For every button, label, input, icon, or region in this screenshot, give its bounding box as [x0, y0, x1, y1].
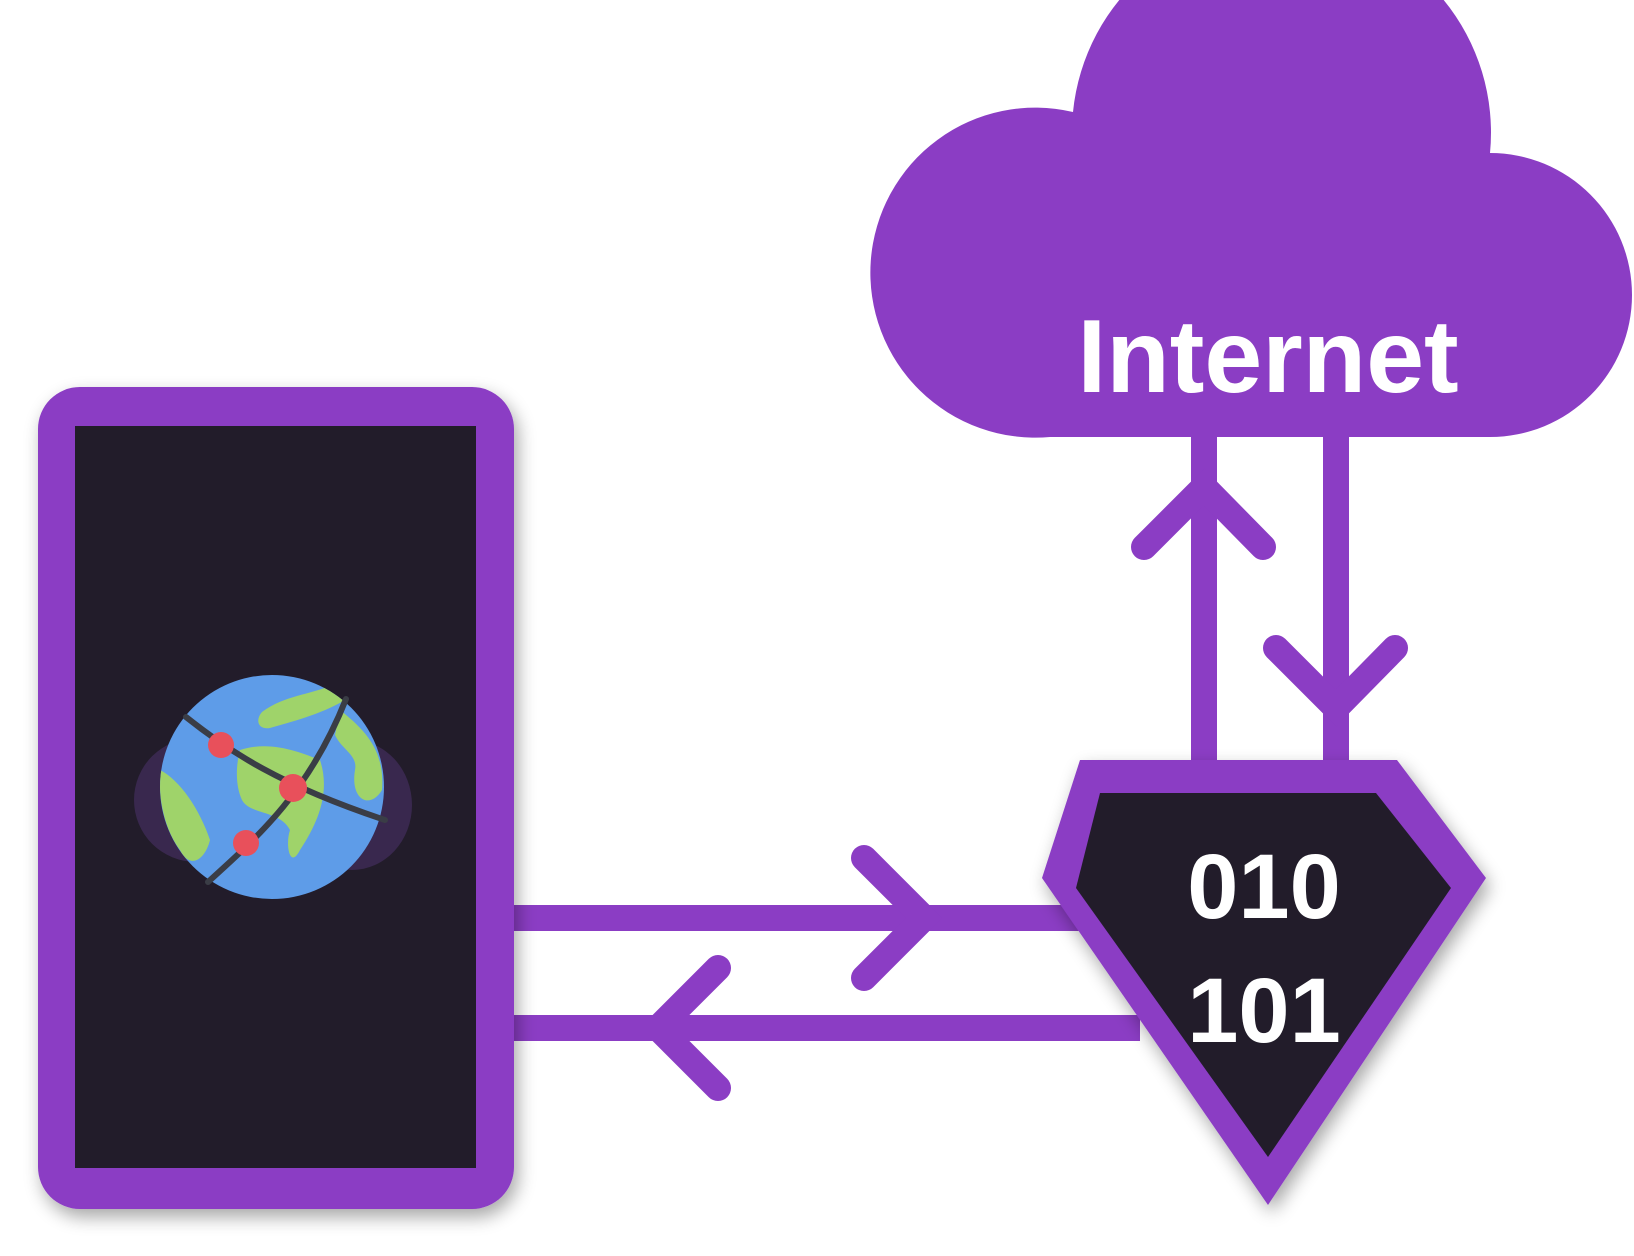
globe-node-3 [233, 830, 259, 856]
shield-inner [1076, 793, 1451, 1157]
encryption-shield: 010 101 [1042, 760, 1486, 1205]
cloud-shape [870, 0, 1632, 438]
outbound-arrow-head [851, 845, 943, 991]
downlink-arrow-head [1263, 635, 1408, 727]
globe-network-icon [134, 675, 412, 899]
shield-binary-line-2: 101 [1187, 960, 1341, 1062]
globe-land-left [160, 770, 210, 861]
globe-route-1 [183, 714, 388, 823]
globe-land-right [335, 710, 383, 801]
device-shield-links [500, 845, 1140, 1101]
uplink-arrow-head [1131, 468, 1276, 560]
internet-cloud: Internet [870, 0, 1632, 438]
globe-node-1 [208, 732, 234, 758]
globe-land-center [236, 746, 324, 858]
globe-node-2 [279, 774, 307, 802]
globe-land-top [258, 685, 345, 729]
cloud-label: Internet [1077, 299, 1458, 415]
globe-route-2 [205, 696, 349, 885]
inbound-arrow-head [639, 955, 731, 1101]
cloud-shield-links [1131, 435, 1408, 770]
shield-binary-line-1: 010 [1187, 836, 1341, 938]
